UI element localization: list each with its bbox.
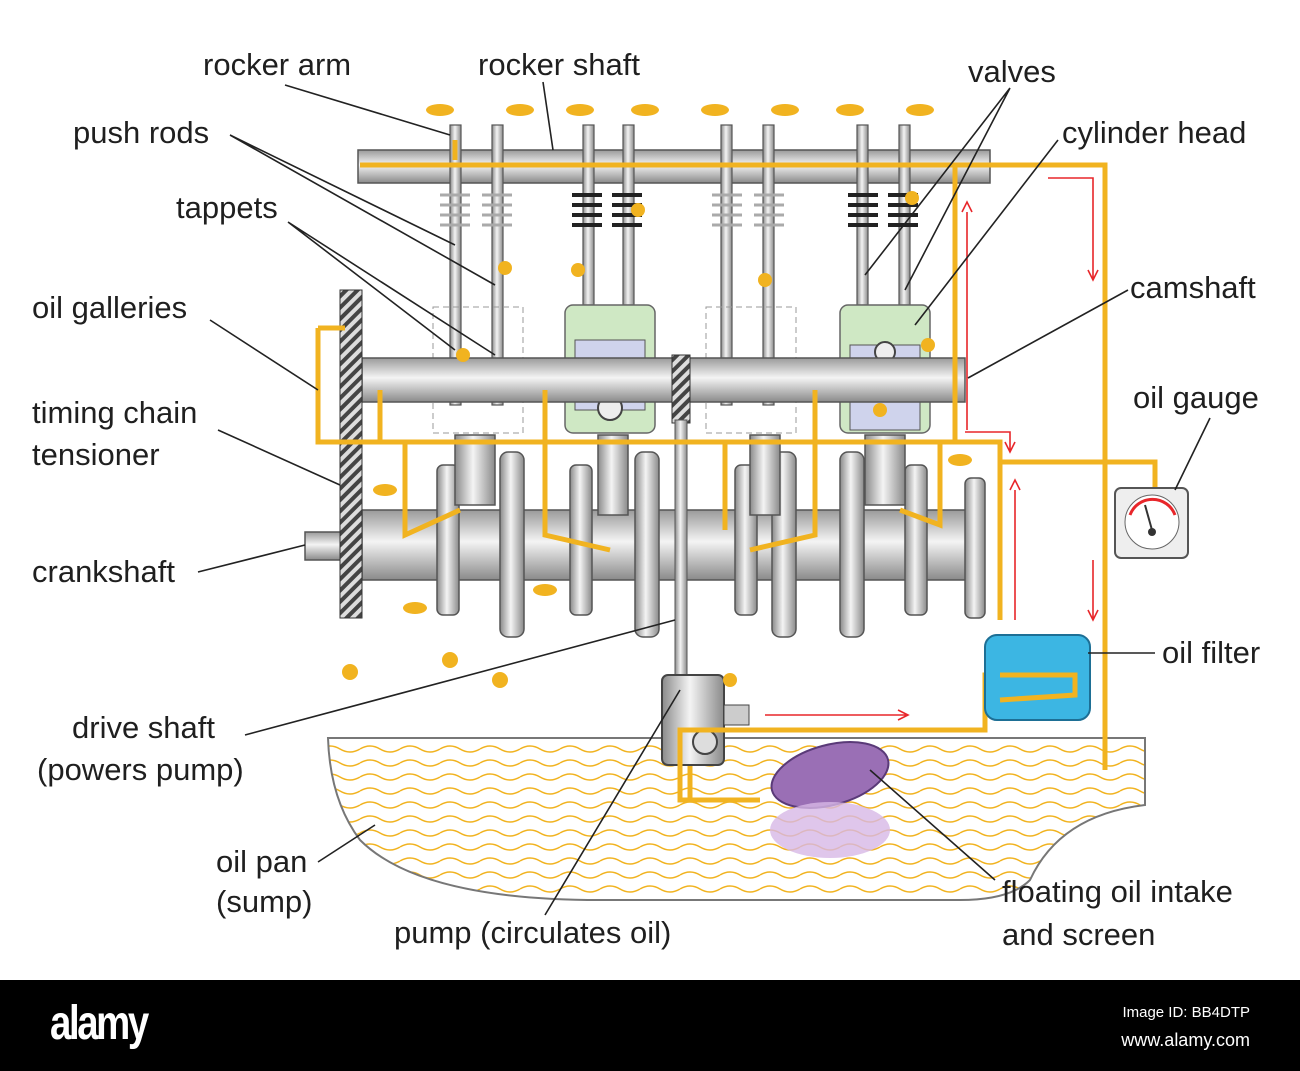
label-valves: valves	[968, 54, 1056, 89]
alamy-logo: alamy	[50, 997, 149, 1050]
site-url: www.alamy.com	[1121, 1030, 1250, 1050]
oil-drops	[342, 104, 972, 688]
crankshaft	[304, 434, 986, 638]
label-drive-shaft: drive shaft	[72, 710, 215, 745]
label-pump: pump (circulates oil)	[394, 915, 671, 950]
label-oil-pan: oil pan	[216, 844, 307, 879]
label-sump: (sump)	[216, 884, 312, 919]
engine-lubrication-diagram: rocker arm rocker shaft valves cylinder …	[32, 47, 1260, 952]
camshaft	[361, 357, 966, 403]
label-timing-chain: timing chain	[32, 395, 197, 430]
oil-filter	[984, 634, 1091, 721]
label-camshaft: camshaft	[1130, 270, 1256, 305]
label-tappets: tappets	[176, 190, 278, 225]
timing-chain	[339, 289, 363, 619]
drive-shaft	[674, 419, 688, 681]
image-id: Image ID: BB4DTP	[1122, 1004, 1250, 1021]
leader-lines	[197, 81, 1211, 916]
label-crankshaft: crankshaft	[32, 554, 175, 589]
floating-oil-intake	[687, 730, 890, 858]
label-rocker-arm: rocker arm	[203, 47, 351, 82]
label-tensioner: tensioner	[32, 437, 160, 472]
label-oil-gauge: oil gauge	[1133, 380, 1259, 415]
label-and-screen: and screen	[1002, 917, 1155, 952]
label-rocker-shaft: rocker shaft	[478, 47, 640, 82]
timing-tensioner	[671, 354, 691, 424]
watermark-footer: alamy Image ID: BB4DTP www.alamy.com	[0, 980, 1300, 1071]
label-cylinder-head: cylinder head	[1062, 115, 1246, 150]
oil-pan	[326, 737, 1146, 901]
label-floating-oil-intake: floating oil intake	[1002, 874, 1233, 909]
label-oil-galleries: oil galleries	[32, 290, 187, 325]
label-oil-filter: oil filter	[1162, 635, 1260, 670]
oil-gauge	[1114, 487, 1189, 559]
label-push-rods: push rods	[73, 115, 209, 150]
label-powers-pump: (powers pump)	[37, 752, 244, 787]
flow-arrows	[765, 177, 1099, 721]
